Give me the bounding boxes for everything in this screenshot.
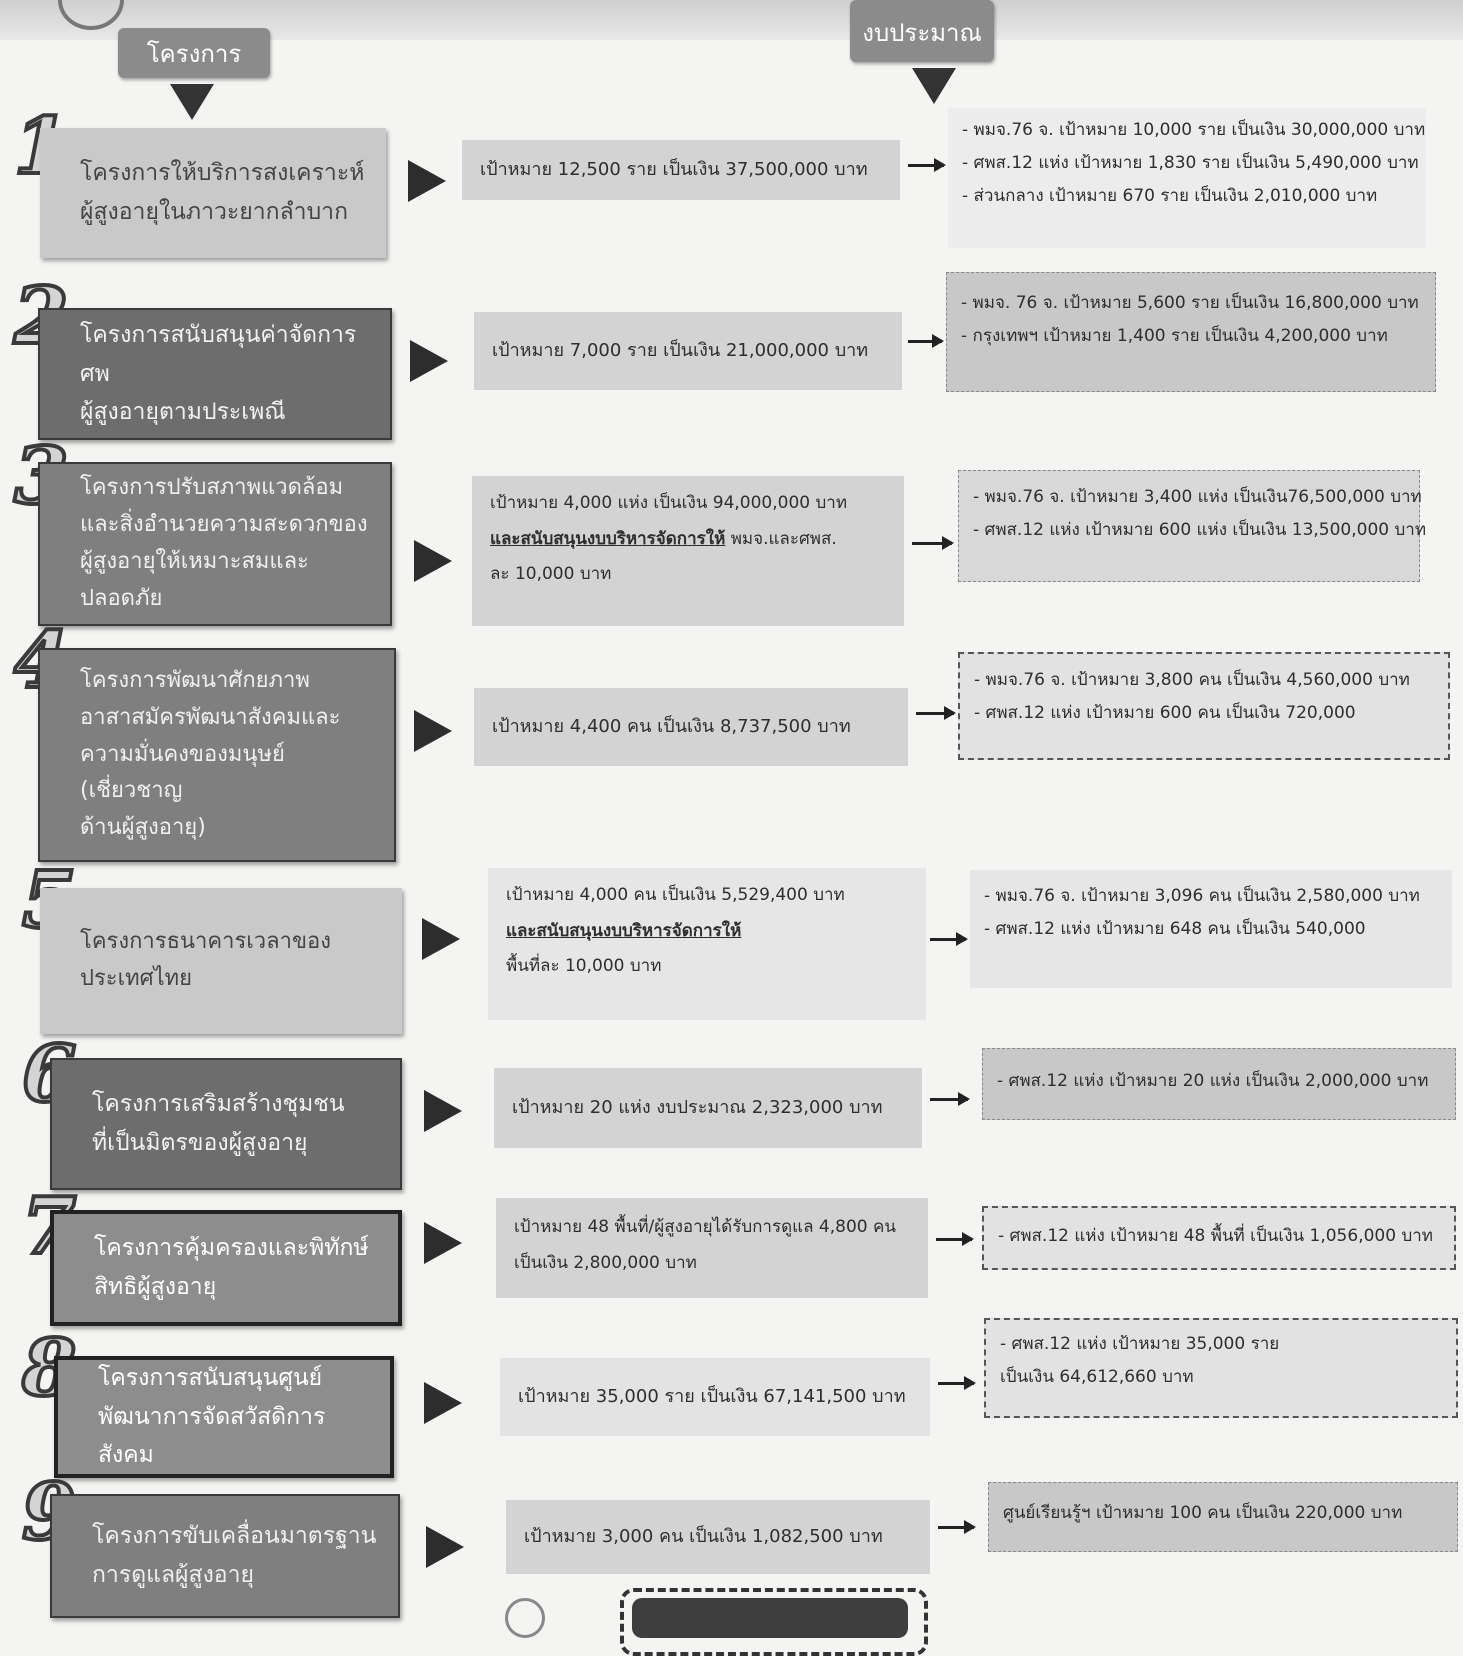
target-text: เป้าหมาย 4,000 คน เป็นเงิน 5,529,400 บาท [506,885,845,905]
target-text: เป็นเงิน 2,800,000 บาท [514,1252,697,1273]
arrow-icon [938,1520,976,1534]
detail-box-3: - พมจ.76 จ. เป้าหมาย 3,400 แห่ง เป็นเงิน… [958,470,1427,582]
target-underline-rest: พมจ.และศพส. [725,528,837,549]
detail-line: - ส่วนกลาง เป้าหมาย 670 ราย เป็นเงิน 2,0… [962,186,1378,207]
detail-line: - กรุงเทพฯ เป้าหมาย 1,400 ราย เป็นเงิน 4… [961,326,1388,347]
header-project: โครงการ [118,28,270,78]
target-box-3: เป้าหมาย 4,000 แห่ง เป็นเงิน 94,000,000 … [472,476,904,626]
detail-line: - ศพส.12 แห่ง เป้าหมาย 35,000 ราย [1000,1334,1280,1354]
target-text: เป้าหมาย 48 พื้นที่/ผู้สูงอายุได้รับการด… [514,1217,896,1237]
detail-line: - พมจ.76 จ. เป้าหมาย 3,096 คน เป็นเงิน 2… [984,886,1420,906]
target-underline: และสนับสนุนงบบริหารจัดการให้ [490,528,726,549]
down-arrow-icon [912,68,956,104]
target-text: เป้าหมาย 3,000 คน เป็นเงิน 1,082,500 บาท [524,1526,883,1547]
project-box-1: โครงการให้บริการสงเคราะห์ ผู้สูงอายุในภา… [40,128,386,258]
target-box-9: เป้าหมาย 3,000 คน เป็นเงิน 1,082,500 บาท [506,1500,930,1574]
target-text: เป้าหมาย 20 แห่ง งบประมาณ 2,323,000 บาท [512,1097,883,1118]
project-label: โครงการให้บริการสงเคราะห์ ผู้สูงอายุในภา… [80,160,365,225]
right-triangle-icon [426,1526,464,1568]
target-text: เป้าหมาย 12,500 ราย เป็นเงิน 37,500,000 … [480,159,868,180]
project-box-6: โครงการเสริมสร้างชุมชน ที่เป็นมิตรของผู้… [50,1058,402,1190]
header-budget-label: งบประมาณ [862,19,982,47]
project-box-3: โครงการปรับสภาพแวดล้อม และสิ่งอำนวยความส… [38,462,392,626]
bottom-box [632,1598,908,1638]
target-box-5: เป้าหมาย 4,000 คน เป็นเงิน 5,529,400 บาท… [488,868,926,1020]
detail-line: - ศพส.12 แห่ง เป้าหมาย 48 พื้นที่ เป็นเง… [998,1226,1433,1246]
arrow-icon [938,1376,976,1390]
detail-line: ศูนย์เรียนรู้ฯ เป้าหมาย 100 คน เป็นเงิน … [1003,1503,1403,1523]
detail-line: - พมจ. 76 จ. เป้าหมาย 5,600 ราย เป็นเงิน… [961,293,1419,313]
ring-icon [505,1598,545,1638]
detail-line: - ศพส.12 แห่ง เป้าหมาย 600 คน เป็นเงิน 7… [974,703,1356,724]
header-project-label: โครงการ [146,39,242,68]
arrow-icon [930,1092,970,1106]
target-text: และสนับสนุนงบบริหารจัดการให้ พมจ.และศพส. [490,522,886,558]
header-budget: งบประมาณ [850,0,994,62]
right-triangle-icon [424,1090,462,1132]
project-label: โครงการธนาคารเวลาของ ประเทศไทย [80,929,331,991]
right-triangle-icon [422,918,460,960]
detail-line: - ศพส.12 แห่ง เป้าหมาย 600 แห่ง เป็นเงิน… [973,520,1427,541]
detail-line: - ศพส.12 แห่ง เป้าหมาย 1,830 ราย เป็นเงิ… [962,153,1419,174]
target-text: เป้าหมาย 7,000 ราย เป็นเงิน 21,000,000 บ… [492,340,869,361]
target-box-8: เป้าหมาย 35,000 ราย เป็นเงิน 67,141,500 … [500,1358,930,1436]
project-box-5: โครงการธนาคารเวลาของ ประเทศไทย [40,888,402,1034]
detail-box-2: - พมจ. 76 จ. เป้าหมาย 5,600 ราย เป็นเงิน… [946,272,1436,392]
detail-line: - ศพส.12 แห่ง เป้าหมาย 648 คน เป็นเงิน 5… [984,919,1366,940]
arrow-icon [908,334,944,348]
project-label: โครงการสนับสนุนศูนย์ พัฒนาการจัดสวัสดิกา… [98,1365,326,1469]
right-triangle-icon [414,540,452,582]
down-arrow-icon [170,84,214,120]
target-text: ละ 10,000 บาท [490,564,612,585]
project-label: โครงการสนับสนุนค่าจัดการศพ ผู้สูงอายุตาม… [80,322,357,426]
right-triangle-icon [410,340,448,382]
project-label: โครงการปรับสภาพแวดล้อม และสิ่งอำนวยความส… [80,475,368,611]
target-text: เป้าหมาย 4,400 คน เป็นเงิน 8,737,500 บาท [492,716,851,737]
arrow-icon [916,706,956,720]
detail-line: - พมจ.76 จ. เป้าหมาย 3,400 แห่ง เป็นเงิน… [973,487,1422,507]
target-text: และสนับสนุนงบบริหารจัดการให้ [506,914,908,950]
detail-line: - พมจ.76 จ. เป้าหมาย 3,800 คน เป็นเงิน 4… [974,670,1410,690]
project-label: โครงการพัฒนาศักยภาพ อาสาสมัครพัฒนาสังคมแ… [80,667,341,841]
detail-box-8: - ศพส.12 แห่ง เป้าหมาย 35,000 ราย เป็นเง… [984,1318,1458,1418]
right-triangle-icon [424,1222,462,1264]
project-box-8: โครงการสนับสนุนศูนย์ พัฒนาการจัดสวัสดิกา… [54,1356,394,1478]
project-box-7: โครงการคุ้มครองและพิทักษ์ สิทธิผู้สูงอาย… [50,1210,402,1326]
arrow-icon [936,1232,974,1246]
right-triangle-icon [414,710,452,752]
project-box-9: โครงการขับเคลื่อนมาตรฐาน การดูแลผู้สูงอา… [50,1494,400,1618]
arrow-icon [930,932,968,946]
project-label: โครงการคุ้มครองและพิทักษ์ สิทธิผู้สูงอาย… [94,1235,369,1300]
detail-box-6: - ศพส.12 แห่ง เป้าหมาย 20 แห่ง เป็นเงิน … [982,1048,1456,1120]
detail-line: - ศพส.12 แห่ง เป้าหมาย 20 แห่ง เป็นเงิน … [997,1071,1429,1091]
detail-line: - พมจ.76 จ. เป้าหมาย 10,000 ราย เป็นเงิน… [962,120,1426,140]
target-text: พื้นที่ละ 10,000 บาท [506,956,662,977]
detail-box-4: - พมจ.76 จ. เป้าหมาย 3,800 คน เป็นเงิน 4… [958,652,1450,760]
target-box-4: เป้าหมาย 4,400 คน เป็นเงิน 8,737,500 บาท [474,688,908,766]
arrow-icon [912,536,954,550]
detail-box-7: - ศพส.12 แห่ง เป้าหมาย 48 พื้นที่ เป็นเง… [982,1206,1456,1270]
detail-box-5: - พมจ.76 จ. เป้าหมาย 3,096 คน เป็นเงิน 2… [970,870,1452,988]
detail-box-9: ศูนย์เรียนรู้ฯ เป้าหมาย 100 คน เป็นเงิน … [988,1482,1458,1552]
project-label: โครงการเสริมสร้างชุมชน ที่เป็นมิตรของผู้… [92,1091,345,1156]
target-text: เป้าหมาย 4,000 แห่ง เป็นเงิน 94,000,000 … [490,493,848,513]
arrow-icon [908,158,946,172]
target-box-1: เป้าหมาย 12,500 ราย เป็นเงิน 37,500,000 … [462,140,900,200]
target-box-2: เป้าหมาย 7,000 ราย เป็นเงิน 21,000,000 บ… [474,312,902,390]
target-text: เป้าหมาย 35,000 ราย เป็นเงิน 67,141,500 … [518,1386,906,1407]
project-box-2: โครงการสนับสนุนค่าจัดการศพ ผู้สูงอายุตาม… [38,308,392,440]
detail-box-1: - พมจ.76 จ. เป้าหมาย 10,000 ราย เป็นเงิน… [948,108,1426,248]
project-box-4: โครงการพัฒนาศักยภาพ อาสาสมัครพัฒนาสังคมแ… [38,648,396,862]
target-box-6: เป้าหมาย 20 แห่ง งบประมาณ 2,323,000 บาท [494,1068,922,1148]
detail-line: เป็นเงิน 64,612,660 บาท [1000,1367,1194,1388]
project-label: โครงการขับเคลื่อนมาตรฐาน การดูแลผู้สูงอา… [92,1523,377,1588]
target-box-7: เป้าหมาย 48 พื้นที่/ผู้สูงอายุได้รับการด… [496,1198,928,1298]
right-triangle-icon [408,160,446,202]
target-underline: และสนับสนุนงบบริหารจัดการให้ [506,920,742,941]
right-triangle-icon [424,1382,462,1424]
